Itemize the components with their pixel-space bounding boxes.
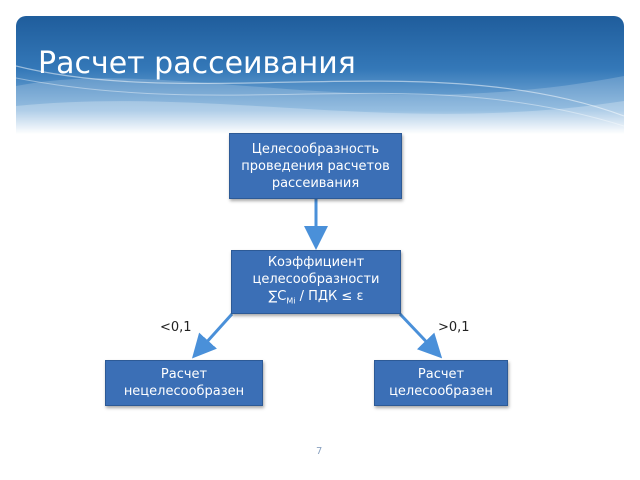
formula-suffix: / ПДК ≤ ε	[295, 289, 364, 305]
not-feasible-line-2: нецелесообразен	[123, 384, 245, 399]
page-number: 7	[316, 446, 323, 457]
feasibility-line-2: проведения расчетов	[241, 158, 390, 174]
not-feasible-line-1: Расчет	[160, 367, 208, 382]
title-banner	[16, 16, 624, 134]
feasible-line-1: Расчет	[417, 367, 465, 382]
formula-prefix: ∑С	[268, 289, 287, 305]
arrow-middle-to-left	[191, 312, 234, 359]
feasibility-box: Целесообразность проведения расчетов рас…	[229, 133, 402, 199]
coefficient-box: Коэффициент целесообразности ∑СМi / ПДК …	[231, 250, 401, 314]
coefficient-line-2: целесообразности	[252, 272, 380, 288]
arrow-middle-to-right	[398, 312, 443, 359]
banner-wave-decoration	[16, 65, 624, 134]
feasibility-line-1: Целесообразность	[251, 141, 380, 157]
feasible-box: Расчет целесообразен	[374, 360, 508, 406]
feasibility-line-3: рассеивания	[271, 175, 360, 191]
not-feasible-box: Расчет нецелесообразен	[105, 360, 263, 406]
coefficient-formula: ∑СМi / ПДК ≤ ε	[269, 288, 364, 310]
coefficient-line-1: Коэффициент	[267, 255, 365, 271]
edge-label-greater: >0,1	[438, 320, 470, 335]
feasible-line-2: целесообразен	[389, 384, 493, 399]
formula-subscript: Мi	[286, 296, 296, 306]
slide-title: Расчет рассеивания	[38, 46, 356, 81]
edge-label-less: <0,1	[160, 320, 192, 335]
